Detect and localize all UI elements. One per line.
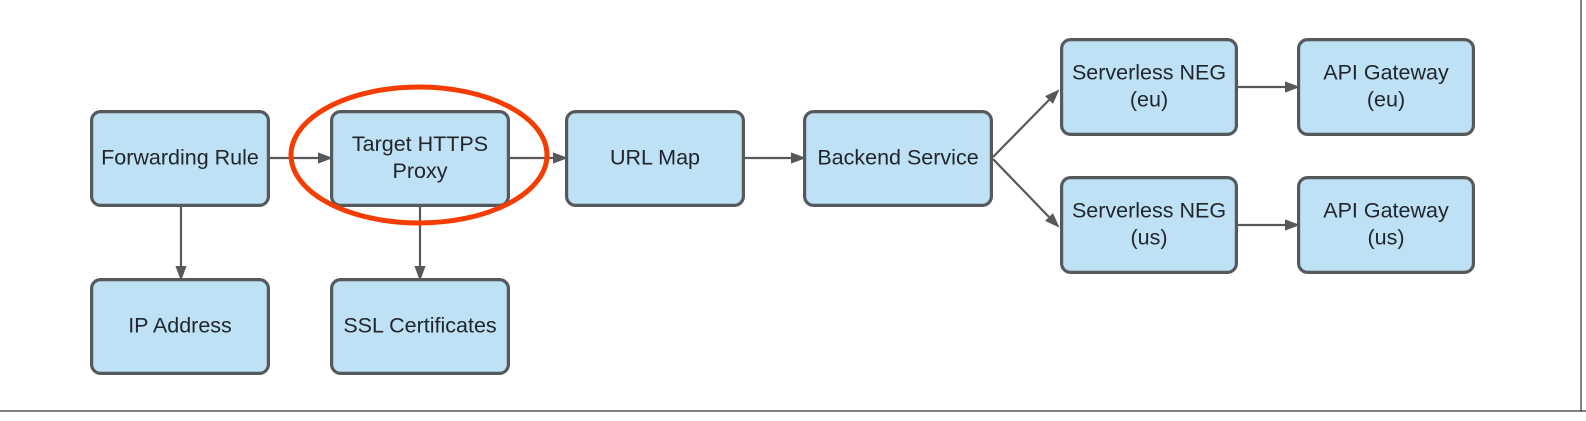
node-serverless-neg-eu[interactable]: Serverless NEG(eu) xyxy=(1059,37,1238,137)
node-label-backend-service: Backend Service xyxy=(817,145,978,169)
edge-backend-to-neg-eu xyxy=(992,89,1060,158)
node-label-serverless-neg-us: Serverless NEG(us) xyxy=(1072,198,1226,249)
annotations-layer xyxy=(288,84,550,226)
highlight-ellipse-target-https-proxy xyxy=(288,84,550,226)
node-label-forwarding-rule: Forwarding Rule xyxy=(101,145,259,169)
edge-forwarding-to-ip xyxy=(175,207,187,281)
edge-forwarding-to-proxy xyxy=(270,152,333,164)
node-api-gateway-us[interactable]: API Gateway(us) xyxy=(1296,176,1475,275)
node-label-ssl-certificates: SSL Certificates xyxy=(343,313,496,337)
frame-layer xyxy=(0,0,1586,412)
node-label-api-gateway-eu: API Gateway(eu) xyxy=(1323,60,1449,111)
node-url-map[interactable]: URL Map xyxy=(564,109,745,208)
edge-urlmap-to-backend xyxy=(745,152,806,164)
edge-backend-to-neg-us xyxy=(992,158,1060,228)
node-label-url-map: URL Map xyxy=(610,145,700,169)
node-api-gateway-eu[interactable]: API Gateway(eu) xyxy=(1296,37,1475,137)
node-label-ip-address: IP Address xyxy=(128,313,232,337)
node-serverless-neg-us[interactable]: Serverless NEG(us) xyxy=(1059,176,1238,275)
edge-neg-eu-to-gateway-eu xyxy=(1238,81,1300,93)
node-label-serverless-neg-eu: Serverless NEG(eu) xyxy=(1072,60,1226,111)
node-ip-address[interactable]: IP Address xyxy=(89,278,271,376)
node-label-api-gateway-us: API Gateway(us) xyxy=(1323,198,1449,249)
edge-neg-us-to-gateway-us xyxy=(1238,219,1300,231)
edges-layer xyxy=(175,81,1300,281)
node-ssl-certificates[interactable]: SSL Certificates xyxy=(330,278,511,376)
edge-proxy-to-urlmap xyxy=(510,152,568,164)
node-forwarding-rule[interactable]: Forwarding Rule xyxy=(89,109,271,208)
node-backend-service[interactable]: Backend Service xyxy=(802,109,993,208)
edge-proxy-to-ssl xyxy=(414,207,426,281)
